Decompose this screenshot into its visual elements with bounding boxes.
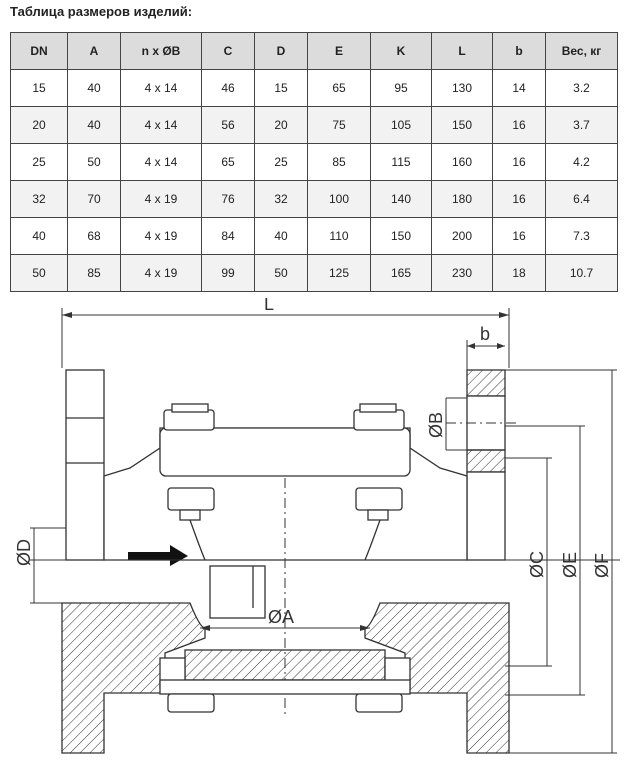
table-cell: 125 [307, 254, 371, 292]
dimension-D: ØD [14, 527, 66, 604]
table-cell: 4.2 [545, 143, 618, 181]
col-header: E [307, 32, 371, 70]
table-cell: 6.4 [545, 180, 618, 218]
table-row: 25 50 4 x 14 65 25 85 115 160 16 4.2 [10, 143, 618, 181]
table-cell: 20 [10, 106, 68, 144]
table-cell: 40 [254, 217, 308, 255]
col-header: K [370, 32, 432, 70]
dimension-F: ØF [505, 369, 617, 754]
dimension-C: ØC [505, 457, 552, 667]
table-cell: 4 x 14 [120, 106, 202, 144]
label-L: L [264, 298, 274, 314]
table-cell: 50 [67, 143, 121, 181]
table-cell: 14 [492, 69, 546, 107]
table-cell: 140 [370, 180, 432, 218]
dimension-B: ØB [426, 397, 467, 451]
col-header: D [254, 32, 308, 70]
table-cell: 40 [67, 106, 121, 144]
table-row: 20 40 4 x 14 56 20 75 105 150 16 3.7 [10, 106, 618, 144]
table-cell: 4 x 19 [120, 217, 202, 255]
table-cell: 85 [307, 143, 371, 181]
table-cell: 40 [67, 69, 121, 107]
col-header: b [492, 32, 546, 70]
table-cell: 32 [10, 180, 68, 218]
table-row: 32 70 4 x 19 76 32 100 140 180 16 6.4 [10, 180, 618, 218]
table-cell: 70 [67, 180, 121, 218]
label-A: ØA [268, 607, 294, 627]
table-row: 50 85 4 x 19 99 50 125 165 230 18 10.7 [10, 254, 618, 292]
table-cell: 68 [67, 217, 121, 255]
dimension-A: ØA [200, 607, 370, 631]
col-header: n x ØB [120, 32, 202, 70]
table-cell: 230 [431, 254, 493, 292]
label-E: ØE [560, 552, 580, 578]
col-header: DN [10, 32, 68, 70]
page-title: Таблица размеров изделий: [10, 4, 193, 19]
table-cell: 4 x 19 [120, 180, 202, 218]
table-row: 15 40 4 x 14 46 15 65 95 130 14 3.2 [10, 69, 618, 107]
table-cell: 160 [431, 143, 493, 181]
table-cell: 20 [254, 106, 308, 144]
table-cell: 76 [201, 180, 255, 218]
table-cell: 95 [370, 69, 432, 107]
col-header: A [67, 32, 121, 70]
table-cell: 50 [10, 254, 68, 292]
table-cell: 65 [307, 69, 371, 107]
table-cell: 32 [254, 180, 308, 218]
table-cell: 3.2 [545, 69, 618, 107]
table-cell: 150 [370, 217, 432, 255]
flow-arrow-icon [128, 545, 188, 566]
table-cell: 4 x 14 [120, 143, 202, 181]
table-cell: 165 [370, 254, 432, 292]
table-cell: 56 [201, 106, 255, 144]
table-cell: 99 [201, 254, 255, 292]
col-header: C [201, 32, 255, 70]
dimension-b: b [466, 324, 505, 370]
table-cell: 7.3 [545, 217, 618, 255]
table-cell: 150 [431, 106, 493, 144]
table-cell: 4 x 19 [120, 254, 202, 292]
table-cell: 18 [492, 254, 546, 292]
table-cell: 25 [254, 143, 308, 181]
label-B: ØB [426, 412, 446, 438]
label-D: ØD [14, 539, 34, 566]
left-flange [65, 369, 105, 561]
table-cell: 75 [307, 106, 371, 144]
table-cell: 3.7 [545, 106, 618, 144]
table-cell: 115 [370, 143, 432, 181]
table-cell: 15 [10, 69, 68, 107]
table-cell: 16 [492, 180, 546, 218]
table-cell: 110 [307, 217, 371, 255]
table-row: 40 68 4 x 19 84 40 110 150 200 16 7.3 [10, 217, 618, 255]
label-F: ØF [592, 553, 612, 578]
technical-drawing: L b ØB [14, 298, 620, 754]
table-cell: 46 [201, 69, 255, 107]
table-cell: 15 [254, 69, 308, 107]
table-cell: 130 [431, 69, 493, 107]
dimension-L: L [61, 298, 510, 368]
table-header-row: DN A n x ØB C D E K L b Вес, кг [10, 32, 618, 70]
table-cell: 100 [307, 180, 371, 218]
table-cell: 16 [492, 217, 546, 255]
sizes-table: DN A n x ØB C D E K L b Вес, кг 15 40 4 … [10, 32, 618, 292]
table-cell: 65 [201, 143, 255, 181]
table-cell: 4 x 14 [120, 69, 202, 107]
table-cell: 16 [492, 106, 546, 144]
dimension-E: ØE [505, 425, 585, 696]
table-cell: 200 [431, 217, 493, 255]
table-cell: 40 [10, 217, 68, 255]
table-cell: 16 [492, 143, 546, 181]
label-b: b [480, 324, 490, 344]
table-cell: 10.7 [545, 254, 618, 292]
table-cell: 25 [10, 143, 68, 181]
col-header: L [431, 32, 493, 70]
col-header: Вес, кг [545, 32, 618, 70]
valve-body-section [61, 565, 510, 754]
table-cell: 180 [431, 180, 493, 218]
label-C: ØC [527, 551, 547, 578]
table-cell: 84 [201, 217, 255, 255]
table-cell: 85 [67, 254, 121, 292]
table-cell: 50 [254, 254, 308, 292]
table-cell: 105 [370, 106, 432, 144]
